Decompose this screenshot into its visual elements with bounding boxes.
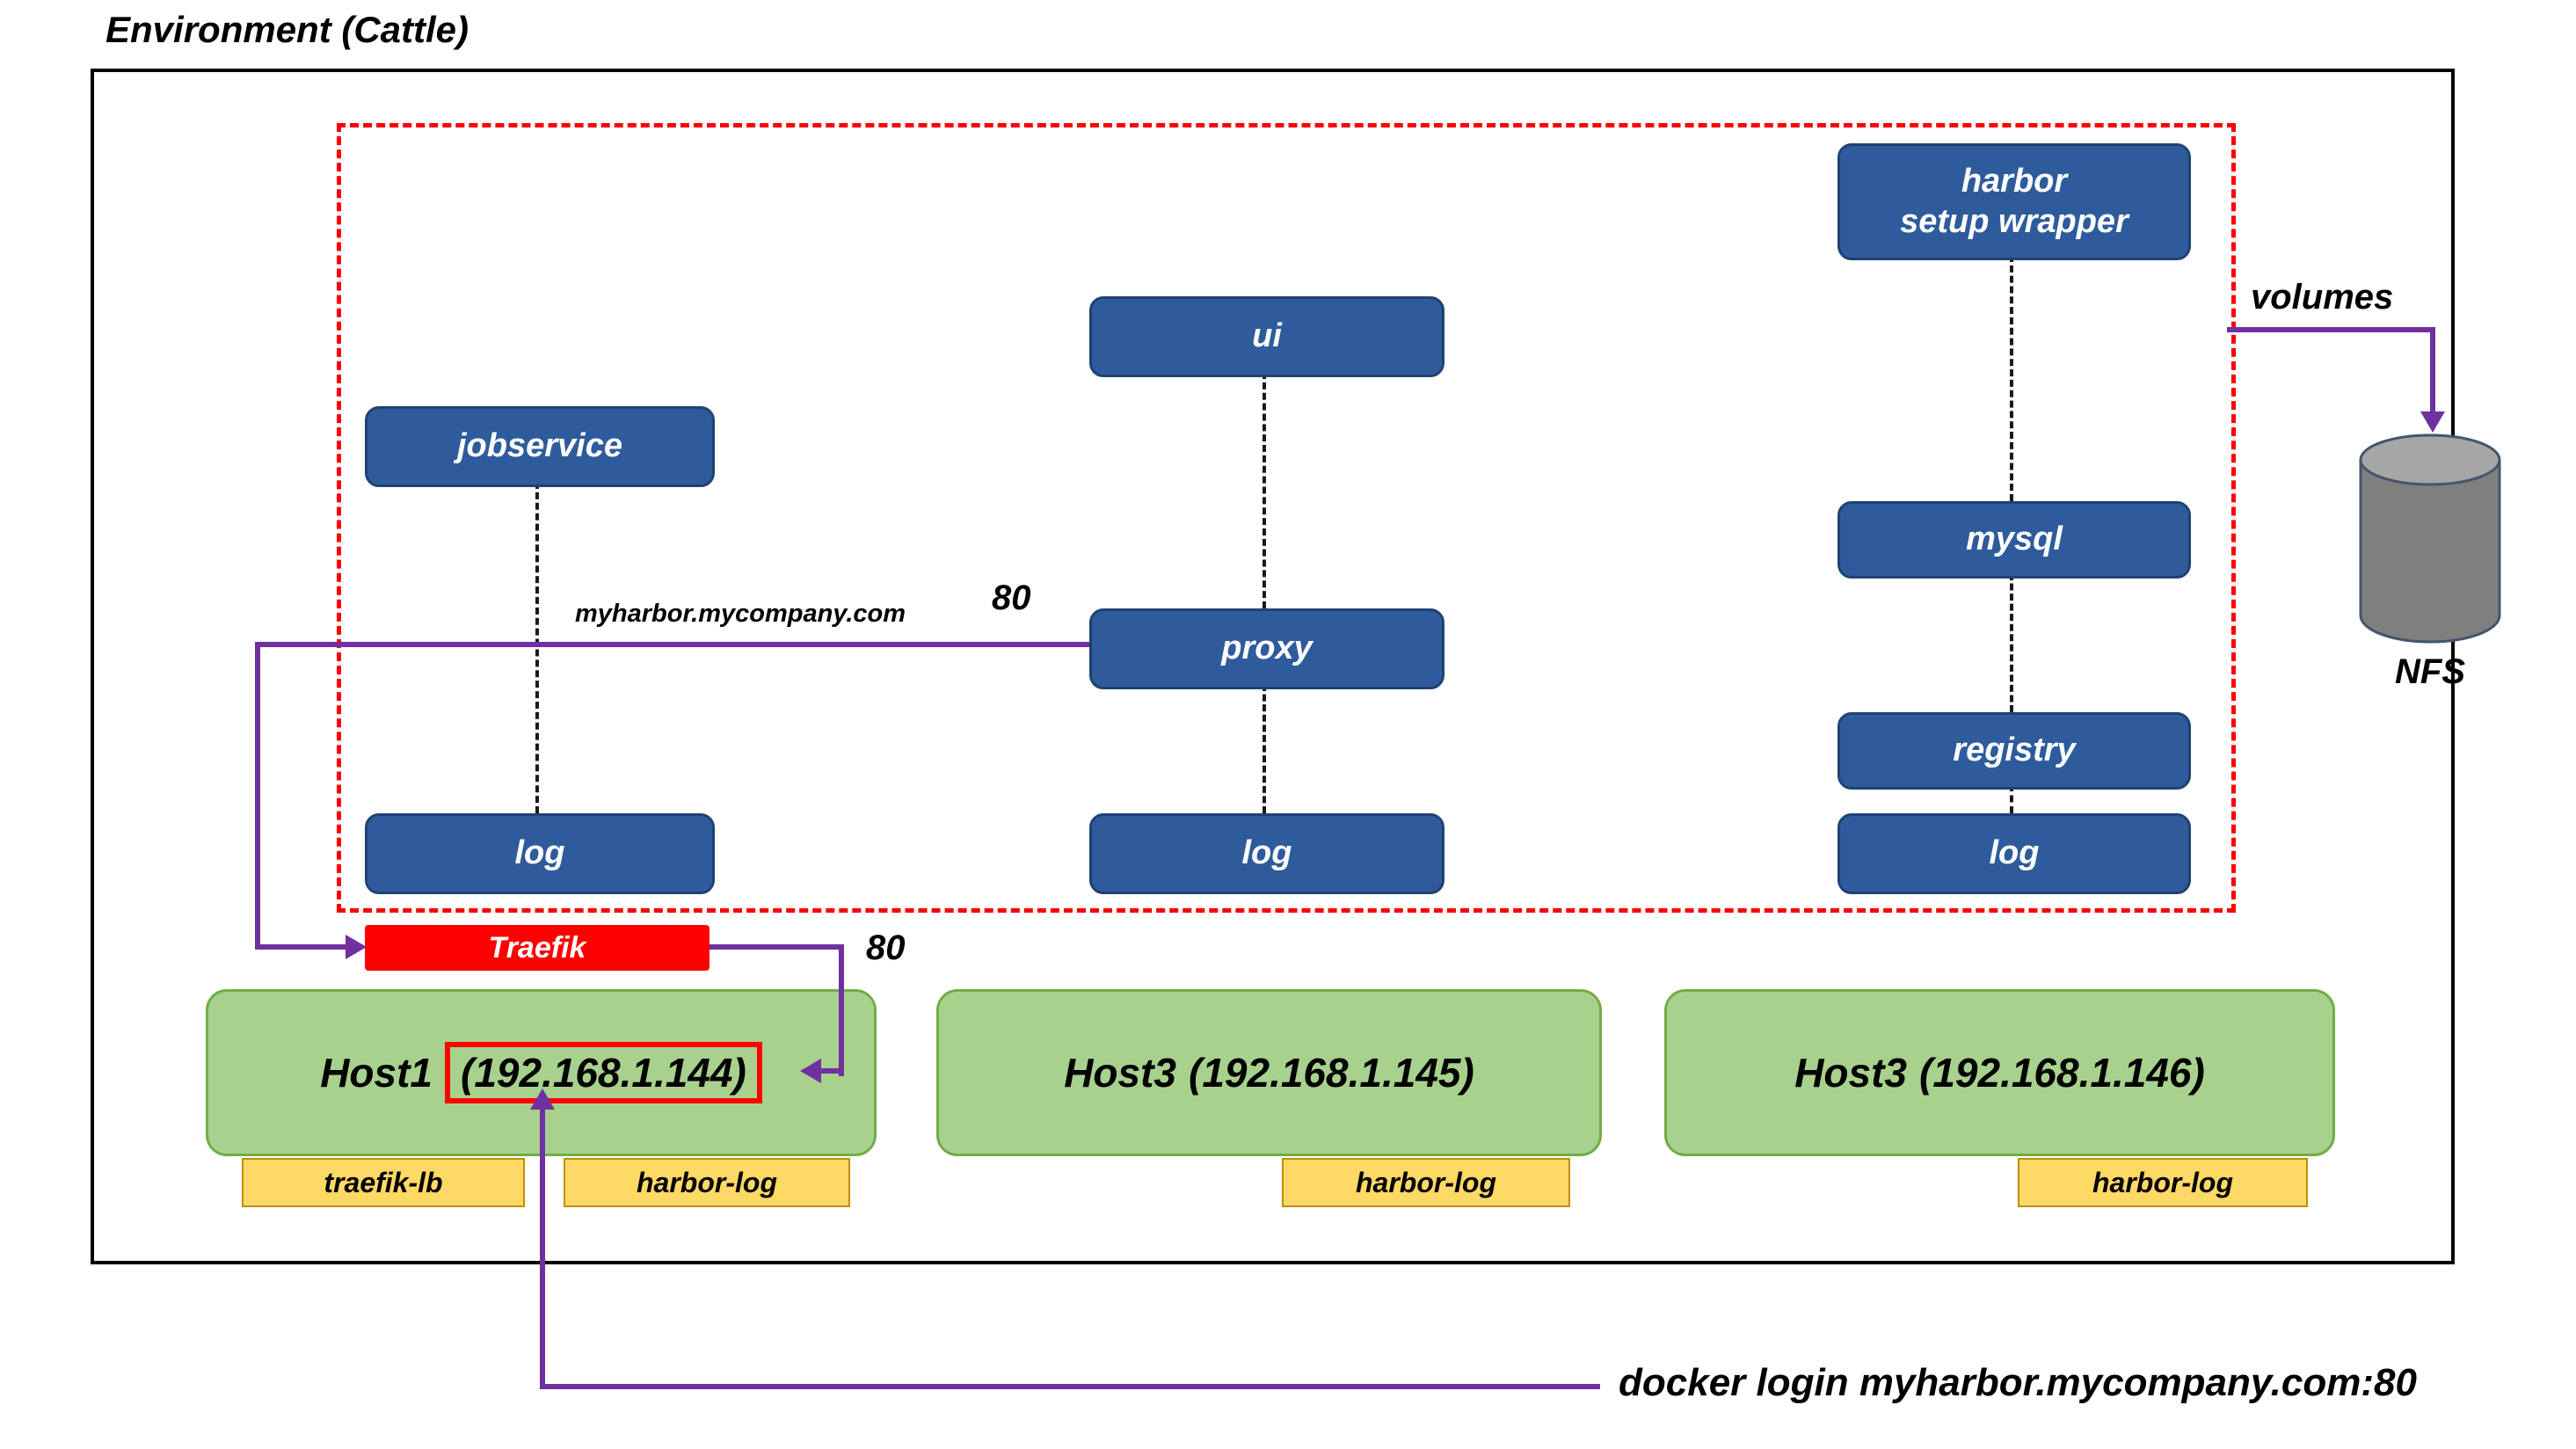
service-label-proxy: proxy — [1221, 630, 1313, 667]
traefik-box: Traefik — [365, 925, 709, 971]
host-tag-harbor-log-2: harbor-log — [1282, 1158, 1570, 1207]
host-tag-traefik-lb: traefik-lb — [242, 1158, 525, 1207]
route-proxy-vertical — [255, 642, 260, 950]
connector-setupwrapper-mysql — [2010, 255, 2013, 501]
port-80-proxy-label: 80 — [992, 579, 1031, 617]
route-volumes-horizontal — [2227, 327, 2435, 332]
service-label-log-right: log — [1989, 834, 2040, 872]
route-traefik-down — [839, 944, 844, 1076]
host-tag-harbor-log-1: harbor-log — [564, 1158, 850, 1207]
service-box-jobservice: jobservice — [365, 406, 715, 487]
service-label-log-center: log — [1241, 834, 1292, 872]
host3-ip: (192.168.1.146) — [1919, 1050, 2205, 1096]
domain-label: myharbor.mycompany.com — [575, 600, 906, 628]
arrow-head-into-host1-ip — [530, 1089, 555, 1110]
host1-name: Host1 — [320, 1050, 433, 1096]
port-80-traefik-label: 80 — [866, 928, 906, 967]
connector-registry-log — [2010, 784, 2013, 813]
route-docker-login-vertical — [540, 1108, 545, 1389]
service-label-mysql: mysql — [1966, 521, 2063, 558]
connector-mysql-registry — [2010, 573, 2013, 712]
tag-label-harbor-log-1: harbor-log — [637, 1166, 777, 1198]
service-box-log-right: log — [1837, 813, 2191, 894]
traefik-label: Traefik — [488, 930, 586, 965]
arrow-head-into-traefik — [346, 935, 367, 959]
service-label-setup-wrapper: setup wrapper — [1900, 202, 2128, 240]
tag-label-harbor-log-2: harbor-log — [1356, 1166, 1496, 1198]
service-box-registry: registry — [1837, 712, 2191, 790]
tag-label-harbor-log-3: harbor-log — [2092, 1166, 2233, 1198]
connector-proxy-log — [1263, 684, 1266, 813]
service-box-mysql: mysql — [1837, 501, 2191, 579]
service-label-registry: registry — [1953, 732, 2076, 769]
nfs-label: NFS — [2395, 652, 2465, 691]
host-box-1: Host1 (192.168.1.144) — [206, 989, 877, 1156]
service-label-harbor: harbor — [1961, 162, 2068, 200]
tag-label-traefik-lb: traefik-lb — [324, 1166, 443, 1198]
service-label-ui: ui — [1252, 317, 1282, 355]
service-label-jobservice: jobservice — [457, 427, 622, 465]
route-docker-login-horizontal — [540, 1384, 1600, 1389]
service-box-log-left: log — [365, 813, 715, 894]
host-tag-harbor-log-3: harbor-log — [2018, 1158, 2308, 1207]
nfs-cylinder-icon — [2356, 429, 2504, 649]
volumes-label: volumes — [2251, 278, 2394, 317]
route-volumes-vertical — [2430, 327, 2435, 415]
host2-ip: (192.168.1.145) — [1189, 1050, 1474, 1096]
host-box-2: Host3 (192.168.1.145) — [936, 989, 1602, 1156]
host2-name: Host3 — [1064, 1050, 1176, 1096]
route-proxy-horizontal — [255, 642, 1089, 647]
host-box-3: Host3 (192.168.1.146) — [1664, 989, 2335, 1156]
route-traefik-into-host — [821, 1068, 844, 1074]
route-traefik-out — [709, 944, 844, 950]
arrow-head-into-nfs — [2420, 411, 2445, 433]
service-box-ui: ui — [1089, 296, 1444, 377]
service-box-log-center: log — [1089, 813, 1444, 894]
diagram-title: Environment (Cattle) — [106, 9, 469, 50]
route-into-traefik — [255, 944, 347, 950]
docker-login-label: docker login myharbor.mycompany.com:80 — [1619, 1361, 2417, 1404]
connector-jobservice-log — [535, 482, 539, 813]
service-box-harbor-setup-wrapper: harbor setup wrapper — [1837, 143, 2191, 260]
host1-ip-highlighted: (192.168.1.144) — [445, 1042, 762, 1103]
host3-name: Host3 — [1794, 1050, 1907, 1096]
harbor-stack-boundary — [337, 123, 2236, 913]
service-box-proxy: proxy — [1089, 608, 1444, 689]
service-label-log-left: log — [514, 834, 565, 872]
connector-ui-proxy — [1263, 372, 1266, 608]
arrow-head-into-host1 — [800, 1059, 821, 1083]
